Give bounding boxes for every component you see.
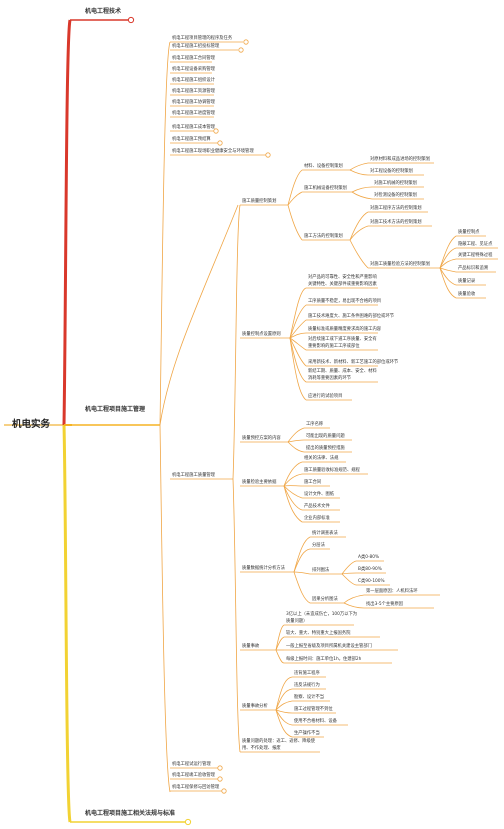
topic-item[interactable]: 机电工程保修与回访管理 [172, 785, 220, 790]
topic-item[interactable]: 机电工程试运行管理 [172, 762, 211, 767]
trunk-top [62, 19, 72, 426]
topic-item[interactable]: 机电工程施工协调管理 [172, 100, 215, 105]
method-sub-item[interactable]: 质量记录 [458, 279, 476, 284]
method-sub-item[interactable]: 质量验收 [458, 292, 476, 297]
method-sub-item[interactable]: 质量控制点 [458, 230, 480, 235]
root-topic[interactable]: 机电实务 [12, 419, 51, 430]
machine-item[interactable]: 对施工机械的控制策划 [374, 181, 417, 186]
preplan-item[interactable]: 可能出现的质量问题 [306, 434, 345, 439]
statistics-item[interactable]: 分层法 [312, 543, 325, 548]
topic-item[interactable]: 机电工程施工成本管理 [172, 125, 215, 130]
method-item[interactable]: 对施工技术方法的控制策划 [370, 220, 422, 225]
topic-item[interactable]: 机电工程项目管理的程序及任务 [172, 36, 233, 41]
inspection-item[interactable]: 产品技术文件 [304, 504, 330, 509]
preplan-item[interactable]: 提出的质量预控措施 [306, 446, 345, 451]
trunk-bottom [62, 424, 72, 823]
principle-item[interactable]: 施工技术难度大、施工条件困难的部位或环节 [308, 314, 394, 319]
principle-item[interactable]: 采用新技术、新材料、新工艺施工的部位或环节 [308, 360, 399, 365]
inspection-item[interactable]: 企业内部标准 [304, 516, 330, 521]
method-item[interactable]: 对施工程序方法的控制策划 [370, 206, 422, 211]
top-branch-dot [127, 16, 135, 24]
pareto-item[interactable]: B类80-90% [358, 567, 382, 572]
topic-item[interactable]: 机电工程施工合同管理 [172, 56, 215, 61]
method-control[interactable]: 施工方法的控制策划 [304, 234, 343, 239]
branch-engineering-technology[interactable]: 机电工程技术 [85, 8, 122, 15]
analysis-item[interactable]: 违反法规行为 [294, 683, 320, 688]
quality-problem-handling[interactable]: 质量问题的处理：返工、返修、降级使用、不作处理、报废 [242, 739, 316, 751]
method-item[interactable]: 对施工质量检验方法的控制策划 [370, 262, 431, 267]
method-sub-item[interactable]: 关键工程特殊过程 [458, 253, 493, 258]
causal-method[interactable]: 因果分析图法 [312, 597, 338, 602]
material-item[interactable]: 对原材料和成品进场的控制策划 [370, 157, 431, 162]
machine-control[interactable]: 施工机械设备控制策划 [304, 186, 347, 191]
accident-item[interactable]: 每级上报时间：施工单位1h，住建部2h [286, 657, 362, 662]
quality-accident[interactable]: 质量事故 [242, 644, 260, 649]
analysis-item[interactable]: 使用不合格材料、设备 [294, 719, 337, 724]
principle-item[interactable]: 应进行的试验项目 [308, 394, 343, 399]
analysis-item[interactable]: 生产操作不当 [294, 731, 320, 736]
material-item[interactable]: 对工程设备的控制策划 [370, 169, 413, 174]
accident-analysis[interactable]: 质量事故分析 [242, 704, 268, 709]
statistics-methods[interactable]: 质量数据统计分析方法 [242, 566, 285, 571]
topic-item[interactable]: 机电工程施工进度管理 [172, 111, 215, 116]
topic-item[interactable]: 机电工程竣工验收管理 [172, 773, 215, 778]
principle-item[interactable]: 工序质量不稳定，易出现不合格的项目 [308, 299, 382, 304]
analysis-item[interactable]: 勘察、设计不当 [294, 695, 325, 700]
topic-item[interactable]: 机电工程设备采购管理 [172, 67, 215, 72]
node-dots [213, 39, 271, 794]
principle-item[interactable]: 新结工期、质量、成本、安全、材料消耗等重要因素的环节 [308, 369, 377, 381]
topic-item[interactable]: 机电工程施工组织设计 [172, 78, 215, 83]
inspection-item[interactable]: 设计文件、图纸 [304, 492, 335, 497]
method-sub-item[interactable]: 隐蔽工程、见证点 [458, 242, 493, 247]
branch-project-management[interactable]: 机电工程项目施工管理 [85, 406, 146, 413]
preplan-item[interactable]: 工序名称 [306, 422, 324, 427]
principle-item[interactable]: 质量标准或质量精度要求高的施工内容 [308, 327, 382, 332]
pareto-item[interactable]: A类0-80% [358, 555, 380, 560]
branch-laws-standards[interactable]: 机电工程项目施工相关法规与标准 [85, 810, 176, 817]
causal-item[interactable]: 第一层面原因：人机料法环 [366, 589, 418, 594]
bottom-branch-dot [184, 818, 192, 826]
topic-links [159, 41, 498, 793]
accident-item[interactable]: 较大、重大、特别重大上报国务院 [286, 631, 351, 636]
inspection-item[interactable]: 相关的法律、法规 [304, 456, 339, 461]
quality-control-planning[interactable]: 施工质量控制策划 [242, 199, 277, 204]
topic-item[interactable]: 机电工程施工现场职业健康安全与环境管理 [172, 149, 254, 154]
topic-item[interactable]: 机电工程施工招投标管理 [172, 44, 220, 49]
accident-item[interactable]: 3亿以上（未造成伤亡，100万以下为质量问题） [286, 612, 358, 624]
pareto-method[interactable]: 排列图法 [312, 568, 330, 573]
inspection-item[interactable]: 施工合同 [304, 480, 322, 485]
material-control[interactable]: 材料、设备控制策划 [304, 164, 343, 169]
principle-item[interactable]: 对产品的可靠性、安全性和严重影响关键特性、关键部件或重要影响因素 [308, 275, 377, 287]
principle-item[interactable]: 对后续施工或下道工序质量、安全有重要影响的施工工序或部位 [308, 337, 377, 349]
machine-item[interactable]: 对检测设备的控制策划 [374, 193, 417, 198]
control-point-principles[interactable]: 质量控制点设置原则 [242, 332, 281, 337]
topic-item[interactable]: 机电工程施工预结算 [172, 137, 211, 142]
accident-item[interactable]: 一般上报至省级及项目所属机关建设主管部门 [286, 644, 372, 649]
topic-item-quality[interactable]: 机电工程施工质量管理 [172, 473, 215, 478]
analysis-item[interactable]: 违背施工程序 [294, 671, 320, 676]
analysis-item[interactable]: 施工过程管理不到位 [294, 707, 333, 712]
inspection-basis[interactable]: 质量检验主要依据 [242, 480, 277, 485]
topic-item[interactable]: 机电工程施工资源管理 [172, 89, 215, 94]
method-sub-item[interactable]: 产品标识和追溯 [458, 266, 489, 271]
causal-item[interactable]: 找出3-5个主要原因 [366, 602, 404, 607]
pareto-item[interactable]: C类90-100% [358, 579, 385, 584]
preplan-content[interactable]: 质量预控方案的内容 [242, 436, 281, 441]
statistics-item[interactable]: 统计调查表法 [312, 531, 338, 536]
inspection-item[interactable]: 施工质量验收标准规范、规程 [304, 468, 360, 473]
